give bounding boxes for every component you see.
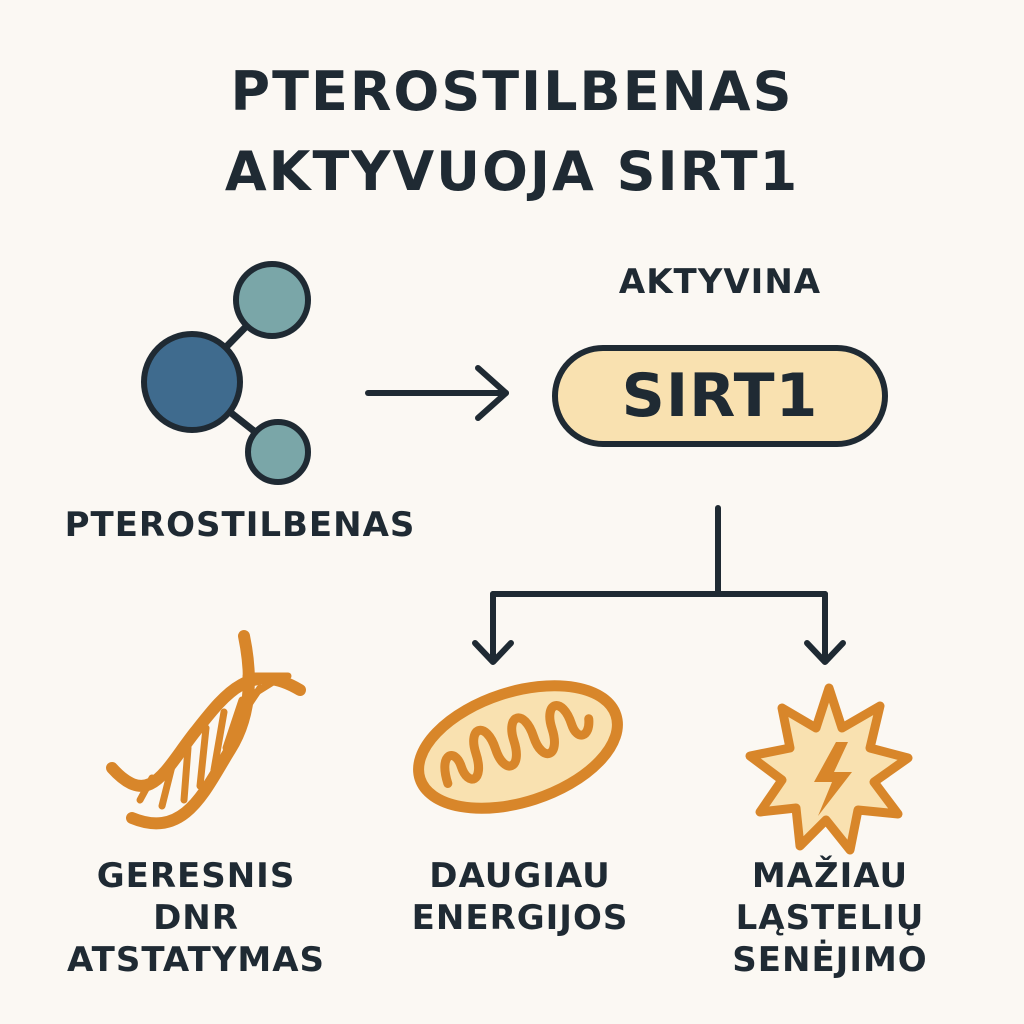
outcome-line: ENERGIJOS bbox=[411, 898, 629, 938]
outcome-line: MAŽIAU bbox=[751, 856, 909, 896]
molecule-atom-main bbox=[141, 331, 243, 433]
molecule-icon bbox=[141, 261, 311, 485]
title-line-1: PTEROSTILBENAS bbox=[230, 60, 794, 123]
molecule-atom-bottom bbox=[245, 419, 311, 485]
outcome-dna-repair: GERESNIS DNR ATSTATYMAS bbox=[46, 855, 346, 981]
molecule-atom-top bbox=[233, 261, 311, 339]
outcome-line: DAUGIAU bbox=[429, 856, 611, 896]
activation-arrow bbox=[365, 365, 509, 421]
outcome-line: ATSTATYMAS bbox=[66, 940, 326, 980]
outcome-less-aging: MAŽIAU LĄSTELIŲ SENĖJIMO bbox=[680, 855, 980, 981]
dna-icon bbox=[106, 630, 306, 830]
sirt1-pill bbox=[552, 345, 888, 447]
page-title: PTEROSTILBENAS AKTYVUOJA SIRT1 bbox=[0, 52, 1024, 212]
activation-label: AKTYVINA bbox=[618, 262, 822, 302]
mitochondria-icon bbox=[413, 680, 623, 814]
cell-burst-icon bbox=[745, 683, 913, 855]
outcome-line: GERESNIS bbox=[96, 856, 296, 896]
outcome-line: LĄSTELIŲ bbox=[735, 898, 925, 938]
title-line-2: AKTYVUOJA SIRT1 bbox=[224, 140, 800, 203]
outcome-line: SENĖJIMO bbox=[732, 940, 928, 980]
outcome-line: DNR bbox=[153, 898, 239, 938]
outcome-energy: DAUGIAU ENERGIJOS bbox=[370, 855, 670, 939]
sirt1-label: SIRT1 bbox=[621, 361, 819, 431]
molecule-label: PTEROSTILBENAS bbox=[64, 505, 416, 545]
branch-connector bbox=[472, 505, 846, 665]
